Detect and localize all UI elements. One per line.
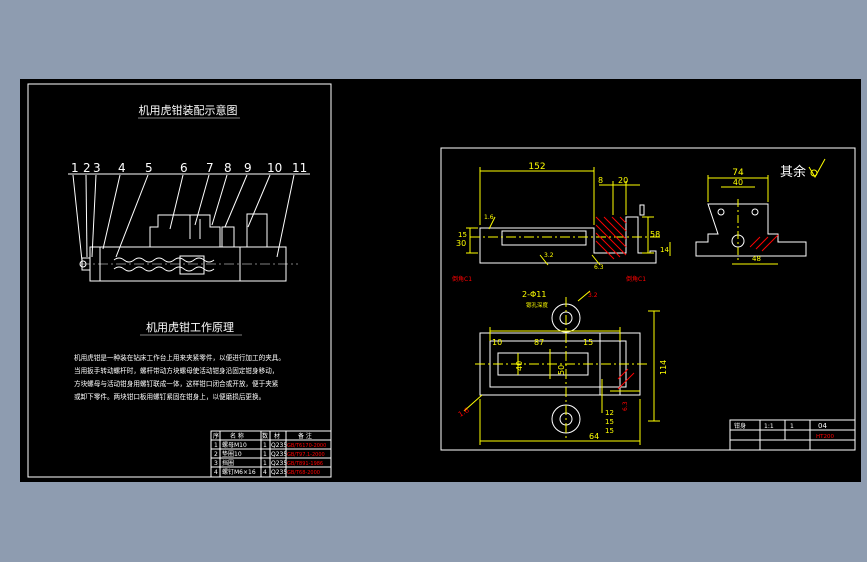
title-block-sheet: 04 [818, 422, 827, 430]
bom-row4-no: 4 [214, 469, 218, 476]
part-no-9: 9 [244, 161, 252, 175]
dim-64: 64 [589, 432, 599, 441]
dim-12: 12 [605, 409, 614, 417]
bom-rows: 1 螺母M10 1 Q235 GB/T6170-2000 2 垫圈10 1 Q2… [214, 441, 326, 476]
part-no-11: 11 [292, 161, 307, 175]
dim-50: 50 [557, 365, 566, 375]
note-chamfer-left: 倒角C1 [452, 275, 472, 283]
note-chamfer-right: 倒角C1 [626, 275, 646, 283]
ra-16-front: 1.6 [484, 214, 494, 221]
dim-114: 114 [659, 360, 668, 375]
dim-152: 152 [528, 162, 545, 172]
assembly-title: 机用虎钳装配示意图 [139, 103, 238, 117]
principle-line-1: 机用虎钳是一种装在钻床工作台上用来夹紧零件，以便进行加工的夹具。 [74, 353, 285, 362]
bom-table: 序 名 称 数 材 备 注 1 螺母M10 1 Q235 GB/T6170-20… [210, 430, 332, 478]
title-block-code: HT200 [816, 434, 834, 440]
right-sheet-border [440, 147, 856, 451]
ra-63-top: 6.3 [622, 401, 629, 411]
bom-row2-mat: Q235 [271, 451, 287, 458]
left-sheet-border [27, 83, 332, 478]
principle-title: 机用虎钳工作原理 [146, 320, 234, 334]
bom-header-note: 备 注 [298, 432, 312, 440]
table-row: 3 挡圈 1 Q235 GB/T891-1986 [214, 459, 323, 467]
ra-32-top: 3.2 [588, 292, 598, 299]
ra-16-top: 1.6 [457, 406, 471, 419]
bom-header-no: 序 [213, 432, 219, 440]
dim-20: 20 [618, 176, 628, 185]
roughness-note: 其余 [780, 164, 806, 180]
bom-row2-no: 2 [214, 451, 218, 458]
bom-row3-name: 挡圈 [222, 459, 234, 467]
principle-line-4: 或卸下零件。两块钳口板用螺钉紧固在钳身上，以便磨损后更换。 [74, 392, 265, 401]
bom-row1-mat: Q235 [271, 442, 287, 449]
title-block-name: 钳身 [734, 422, 746, 430]
top-view: 2-Φ11 锪孔深度 3.2 10 87 15 40 50 114 64 12 … [457, 290, 668, 445]
dim-hole-note: 锪孔深度 [526, 301, 549, 309]
part-no-7: 7 [206, 161, 214, 175]
title-block-scale: 1:1 [764, 423, 774, 430]
dim-2-holes: 2-Φ11 [522, 290, 546, 299]
bom-row3-mat: Q235 [271, 460, 287, 467]
part-no-5: 5 [145, 161, 153, 175]
bom-row3-qty: 1 [263, 460, 267, 467]
dim-30: 30 [456, 239, 466, 248]
dim-10: 10 [492, 338, 502, 347]
part-number-labels: 1 2 3 4 5 6 7 8 9 10 11 [71, 161, 307, 175]
title-block-qty: 1 [790, 423, 794, 430]
bom-row2-name: 垫圈10 [222, 450, 242, 458]
dim-87: 87 [534, 338, 544, 347]
principle-line-2: 当用扳手转动螺杆时，螺杆带动方块螺母使活动钳身沿固定钳身移动， [74, 366, 278, 375]
part-no-6: 6 [180, 161, 188, 175]
part-no-3: 3 [93, 161, 101, 175]
principle-text: 机用虎钳是一种装在钻床工作台上用来夹紧零件，以便进行加工的夹具。 当用扳手转动螺… [74, 353, 285, 401]
ra-32-front: 3.2 [544, 252, 554, 259]
front-view: 152 8 20 30 15 58 1.6 3.2 6.3 倒角C1 倒角C1 [452, 162, 660, 283]
dim-15-bottom-a: 15 [605, 418, 614, 426]
dim-8: 8 [598, 176, 603, 185]
vise-assembly-sketch [79, 213, 298, 282]
leader-lines [72, 174, 295, 262]
part-no-4: 4 [118, 161, 126, 175]
roughness-symbol [808, 158, 826, 178]
bom-header-qty: 数 [262, 432, 268, 440]
principle-line-3: 方块螺母与活动钳身用螺钉联成一体，这样钳口闭合或开放，便于夹紧 [74, 379, 279, 388]
drawing-canvas: 机用虎钳装配示意图 1 2 3 4 5 6 7 8 9 10 11 [20, 79, 861, 482]
bom-row2-note: GB/T97.1-2000 [287, 452, 325, 458]
bom-row2-qty: 1 [263, 451, 267, 458]
bom-row4-qty: 4 [263, 469, 267, 476]
bom-row1-name: 螺母M10 [222, 441, 247, 449]
table-row: 4 螺钉M6×16 4 Q235 GB/T68-2000 [214, 468, 320, 476]
part-no-1: 1 [71, 161, 79, 175]
bom-row3-note: GB/T891-1986 [287, 461, 323, 467]
bom-row1-no: 1 [214, 442, 218, 449]
bom-row4-note: GB/T68-2000 [287, 470, 320, 476]
dim-74: 74 [732, 168, 744, 178]
bom-row3-no: 3 [214, 460, 218, 467]
dim-14: 14 [660, 246, 669, 254]
part-no-2: 2 [83, 161, 91, 175]
dim-40-top: 40 [515, 361, 524, 371]
bom-row1-qty: 1 [263, 442, 267, 449]
bom-row4-name: 螺钉M6×16 [222, 468, 256, 476]
dim-58: 58 [650, 230, 660, 239]
part-no-8: 8 [224, 161, 232, 175]
dim-15-front: 15 [458, 231, 467, 239]
title-block: 钳身 1:1 1 04 HT200 [729, 419, 856, 451]
bom-header-mat: 材 [274, 432, 280, 440]
bom-header: 序 名 称 数 材 备 注 [213, 432, 312, 440]
table-row: 2 垫圈10 1 Q235 GB/T97.1-2000 [214, 450, 325, 458]
dim-48: 48 [752, 255, 761, 263]
side-view: 74 40 14 48 其余 [660, 158, 826, 265]
bom-header-name: 名 称 [230, 432, 244, 440]
dim-40-side: 40 [733, 178, 743, 187]
part-no-10: 10 [267, 161, 282, 175]
cad-drawing: 机用虎钳装配示意图 1 2 3 4 5 6 7 8 9 10 11 [27, 83, 856, 478]
ra-63-front: 6.3 [594, 264, 604, 271]
dim-15-bottom-b: 15 [605, 427, 614, 435]
table-row: 1 螺母M10 1 Q235 GB/T6170-2000 [214, 441, 326, 449]
roughness-symbol-circle [810, 169, 818, 177]
bom-row4-mat: Q235 [271, 469, 287, 476]
bom-row1-note: GB/T6170-2000 [287, 443, 326, 449]
dim-15-top: 15 [583, 338, 593, 347]
